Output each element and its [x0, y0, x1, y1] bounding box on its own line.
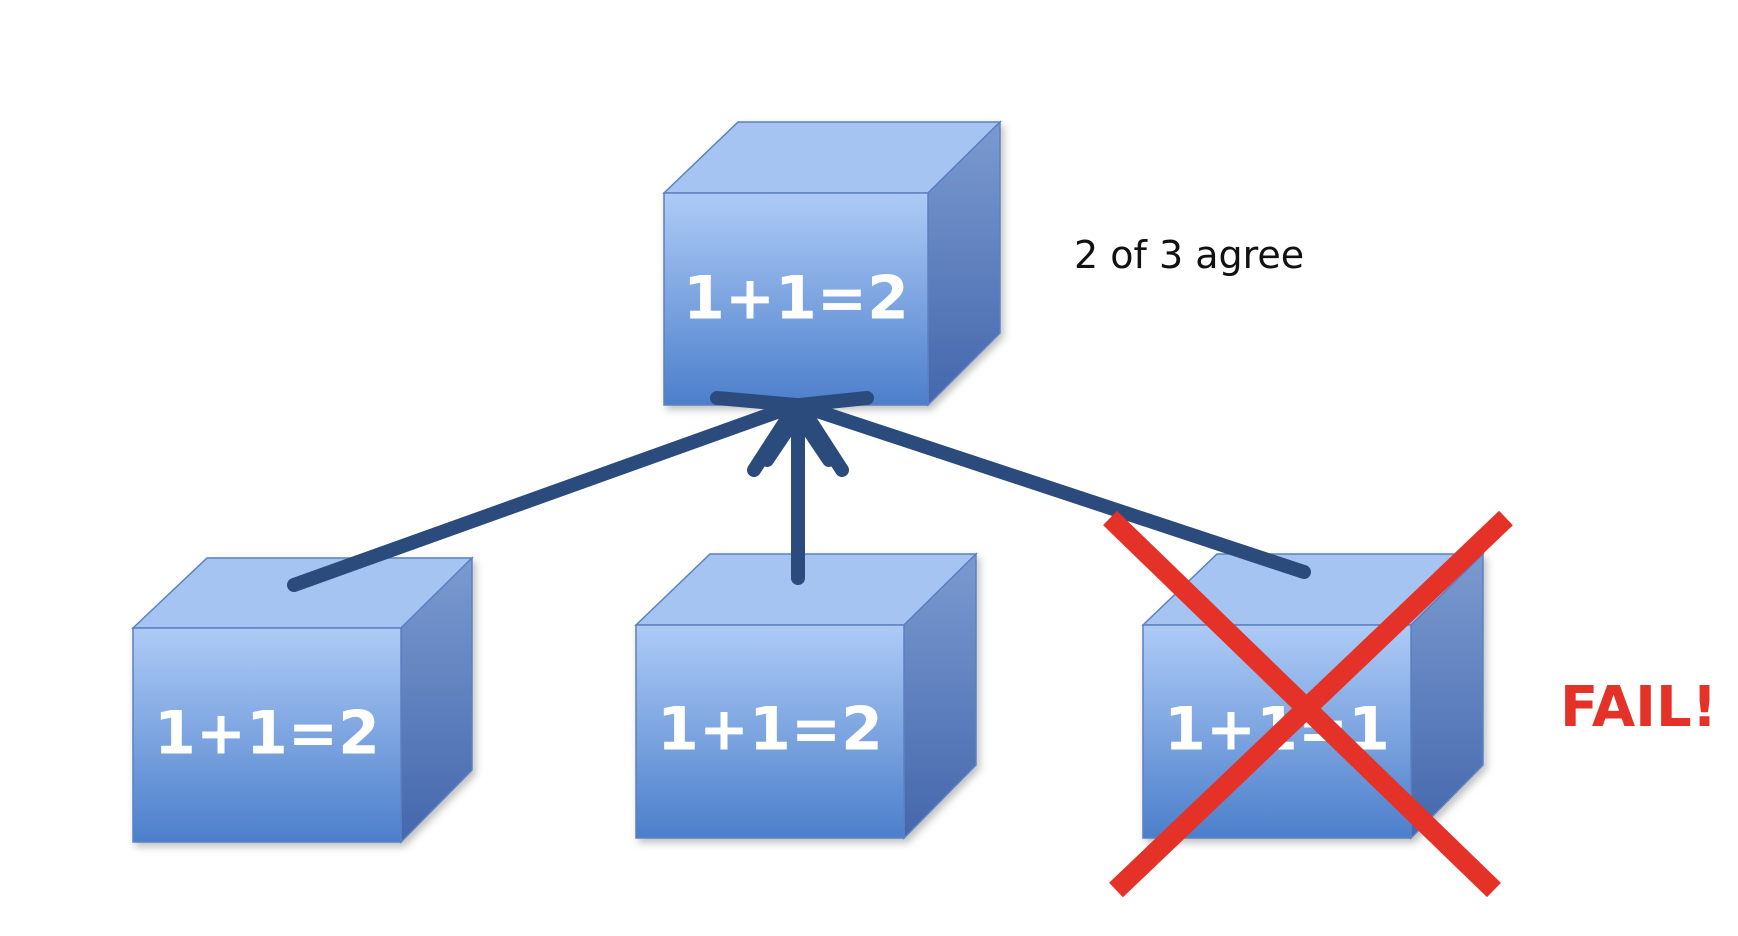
arrow-right-to-top [801, 401, 1311, 579]
arrow-right-head [793, 391, 874, 477]
fail-cross-icon [1103, 510, 1513, 898]
node-left-front-face [132, 627, 402, 843]
node-middle-label: 1+1=2 [657, 695, 883, 765]
node-left-label: 1+1=2 [154, 699, 380, 769]
fail-label: FAIL! [1560, 675, 1717, 740]
node-middle-front-face [635, 624, 905, 839]
top-node [662, 120, 1002, 407]
arrow-heads [710, 391, 874, 477]
top-node-label: 1+1=2 [683, 264, 909, 334]
consensus-note: 2 of 3 agree [1074, 233, 1304, 277]
top-node-front-face [663, 192, 929, 406]
node-middle [634, 552, 978, 840]
node-left [131, 556, 474, 844]
arrow-left-to-top [287, 401, 795, 592]
